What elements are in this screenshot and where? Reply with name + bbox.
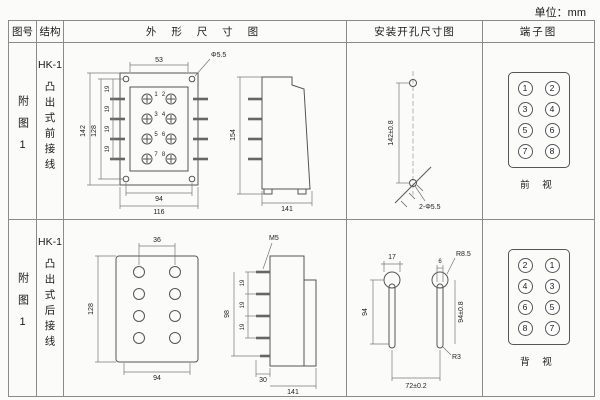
outline-drawing-cell-rear: 36 128 94 M xyxy=(63,219,347,397)
dim-slot-spacing: 72±0.2 xyxy=(405,383,426,390)
dim-height-inner: 128 xyxy=(91,125,98,137)
fig-no-cell: 附图1 xyxy=(8,219,37,397)
dim-slot-width: 6 xyxy=(438,259,442,265)
model-label: HK-1 xyxy=(38,236,62,248)
relay-front-view: 1 2 3 4 5 6 7 8 xyxy=(110,72,208,186)
dim-height-outer: 142 xyxy=(80,125,87,137)
terminal-pin: 1 xyxy=(544,257,560,273)
terminal-pin: 8 xyxy=(517,320,533,336)
outline-drawing-front: 1 2 3 4 5 6 7 8 53 Φ5.5 xyxy=(80,52,313,216)
dim-pitch: 19 xyxy=(105,105,111,112)
terminal-pin: 8 xyxy=(544,143,560,159)
dim-screw: M5 xyxy=(269,235,279,242)
header-fig-no: 图号 xyxy=(8,20,37,43)
dim-height: 128 xyxy=(88,303,95,315)
dim-pitch: 19 xyxy=(240,279,246,286)
terminal-pin: 4 xyxy=(517,278,533,294)
dim-top-width: 36 xyxy=(153,237,161,244)
front-view-dimensions: 53 Φ5.5 142 128 19 19 19 19 xyxy=(80,52,226,216)
view-caption: 前 视 xyxy=(520,179,557,191)
terminal-pin: 2 xyxy=(544,80,560,96)
terminal-pin: 3 xyxy=(517,101,533,117)
terminal-diagram-front: 1 2 3 4 5 6 7 8 前 视 xyxy=(484,71,594,191)
dim-pitch: 19 xyxy=(240,323,246,330)
dim-pitch: 19 xyxy=(105,125,111,132)
fig-label: 附图1 xyxy=(16,272,29,339)
fig-no-cell: 附图1 xyxy=(8,42,37,220)
relay-side-view: M5 19 19 19 98 30 141 xyxy=(224,235,317,396)
terminal-pin: 7 xyxy=(544,320,560,336)
header-outline: 外 形 尺 寸 图 xyxy=(63,20,347,43)
terminal-pin: 6 xyxy=(544,122,560,138)
mounting-drawing-rear: 17 6 R8.5 94 94±0.8 R3 72±0.2 xyxy=(362,251,471,390)
terminal-pin: 5 xyxy=(517,122,533,138)
fig-label: 附图1 xyxy=(16,95,29,162)
dim-hole: Φ5.5 xyxy=(211,52,226,59)
dim-top-width: 53 xyxy=(155,57,163,64)
terminal-pin: 6 xyxy=(517,299,533,315)
dim-hole-spacing: 142±0.8 xyxy=(388,120,395,145)
relay-side-view: 154 141 xyxy=(230,76,313,213)
mounting-drawing-cell-front: 142±0.8 2-Φ5.5 xyxy=(346,42,483,220)
terminal-number: 8 xyxy=(162,152,166,158)
terminal-number: 7 xyxy=(154,152,158,158)
header-structure: 结构 xyxy=(36,20,64,43)
header-row: 图号 结构 外 形 尺 寸 图 安装开孔尺寸图 端子图 xyxy=(8,20,595,43)
structure-label: 凸出式前接线 xyxy=(43,81,56,174)
terminal-cell-front: 1 2 3 4 5 6 7 8 前 视 xyxy=(482,42,595,220)
terminal-pin: 7 xyxy=(517,143,533,159)
terminal-number: 4 xyxy=(162,112,166,118)
terminal-pin: 2 xyxy=(517,257,533,273)
dim-head-width: 17 xyxy=(388,254,396,261)
mounting-drawing-cell-rear: 17 6 R8.5 94 94±0.8 R3 72±0.2 xyxy=(346,219,483,397)
dim-slot-length: 94 xyxy=(362,308,369,316)
dim-tail: 30 xyxy=(259,377,267,384)
dim-side-height: 154 xyxy=(230,129,237,141)
dim-pitch: 19 xyxy=(105,85,111,92)
dim-bottom-outer: 116 xyxy=(153,209,164,216)
dim-radius-top: R8.5 xyxy=(456,251,471,258)
terminal-pin: 4 xyxy=(544,101,560,117)
terminal-pin: 1 xyxy=(517,80,533,96)
terminal-box: 2 1 4 3 6 5 8 7 xyxy=(507,248,570,345)
spec-table: 图号 结构 外 形 尺 寸 图 安装开孔尺寸图 端子图 附图1 HK-1 凸出式… xyxy=(8,20,595,397)
terminal-number: 2 xyxy=(162,92,166,98)
terminal-diagram-rear: 2 1 4 3 6 5 8 7 背 视 xyxy=(484,248,594,368)
dim-radius-bottom: R3 xyxy=(452,354,461,361)
mounting-drawing-front: 142±0.8 2-Φ5.5 xyxy=(388,71,441,211)
dim-bottom-width: 94 xyxy=(153,375,161,382)
terminal-number: 6 xyxy=(162,132,166,138)
mounting-slots-rear: 17 6 R8.5 94 94±0.8 R3 72±0.2 xyxy=(362,251,471,390)
terminal-pin: 5 xyxy=(544,299,560,315)
header-mounting: 安装开孔尺寸图 xyxy=(346,20,483,43)
structure-cell: HK-1 凸出式后接线 xyxy=(36,219,64,397)
dim-pitch-total: 98 xyxy=(224,310,231,318)
terminal-number: 1 xyxy=(154,92,158,98)
unit-label: 单位：mm xyxy=(534,7,586,19)
table-row: 附图1 HK-1 凸出式前接线 xyxy=(8,42,595,220)
dim-pitch: 19 xyxy=(105,145,111,152)
model-label: HK-1 xyxy=(38,59,62,71)
table-row: 附图1 HK-1 凸出式后接线 xyxy=(8,219,595,397)
outline-drawing-cell-front: 1 2 3 4 5 6 7 8 53 Φ5.5 xyxy=(63,42,347,220)
dim-holes-callout: 2-Φ5.5 xyxy=(419,204,441,211)
dim-side-width: 141 xyxy=(281,206,293,213)
dim-bottom-inner: 94 xyxy=(155,196,163,203)
terminal-number: 5 xyxy=(154,132,158,138)
terminal-number: 3 xyxy=(154,112,158,118)
view-caption: 背 视 xyxy=(520,356,557,368)
header-terminal: 端子图 xyxy=(482,20,595,43)
dim-side-width: 141 xyxy=(287,389,299,396)
terminal-pin: 3 xyxy=(544,278,560,294)
terminal-cell-rear: 2 1 4 3 6 5 8 7 背 视 xyxy=(482,219,595,397)
dim-slot-label: 94±0.8 xyxy=(458,301,465,322)
outline-drawing-rear: 36 128 94 M xyxy=(88,235,317,396)
mounting-holes-front: 142±0.8 2-Φ5.5 xyxy=(388,71,441,211)
structure-label: 凸出式后接线 xyxy=(43,258,56,351)
relay-rear-view: 36 128 94 xyxy=(88,237,199,382)
dim-pitch: 19 xyxy=(240,301,246,308)
terminal-box: 1 2 3 4 5 6 7 8 xyxy=(507,71,570,168)
structure-cell: HK-1 凸出式前接线 xyxy=(36,42,64,220)
